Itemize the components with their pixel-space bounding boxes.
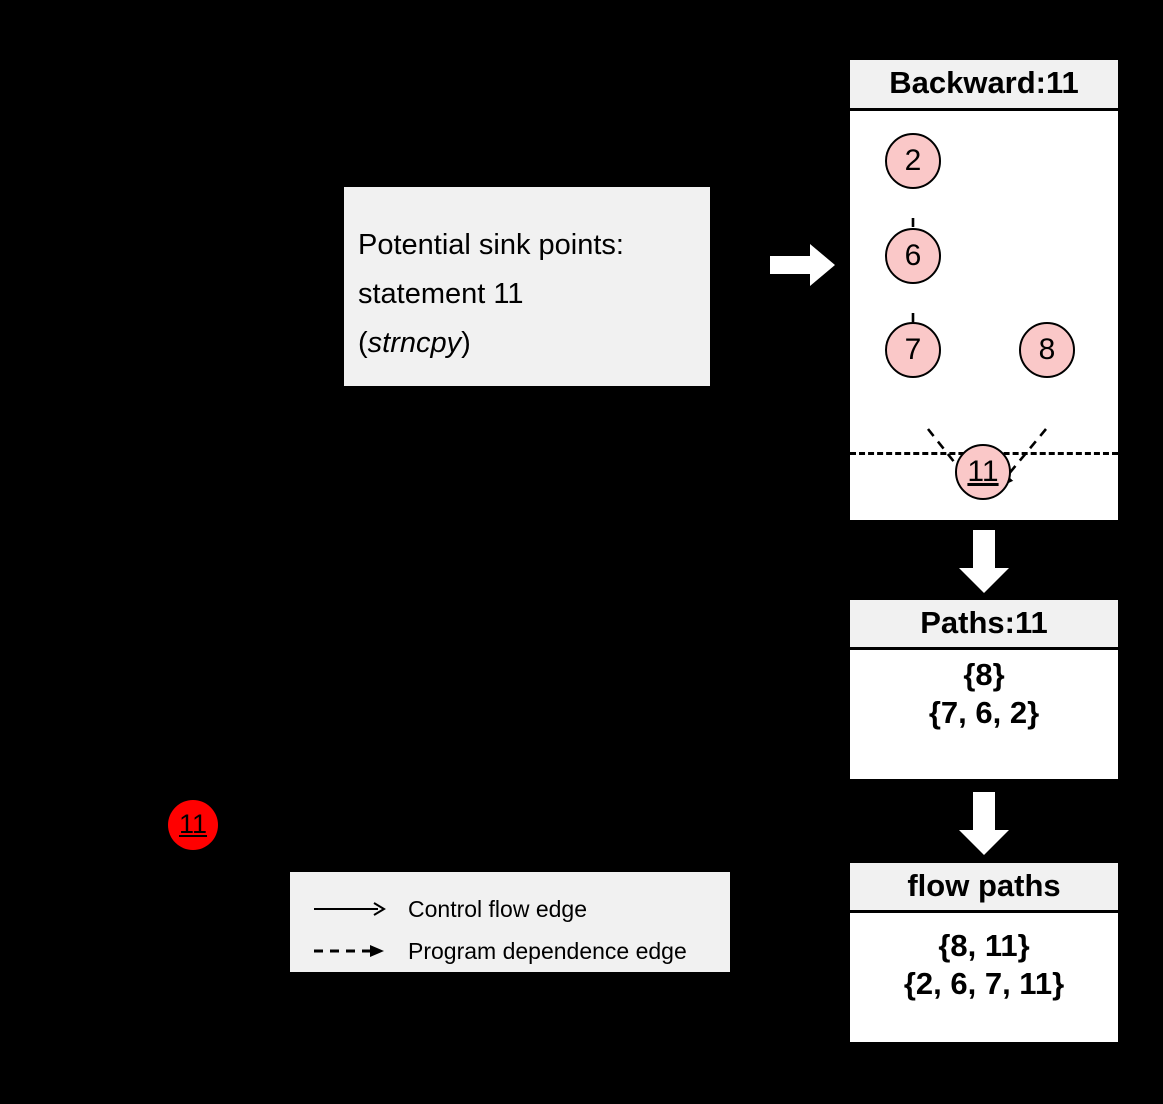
legend-label-program-dependence: Program dependence edge (408, 937, 687, 964)
sink-points-line-3: (strncpy) (358, 319, 710, 368)
arrow-down-icon (958, 792, 1010, 856)
backward-slice-panel: Backward:11 2 (847, 57, 1121, 523)
flow-paths-panel-body: {8, 11} {2, 6, 7, 11} (850, 913, 1118, 1042)
paths-panel-body: {8} {7, 6, 2} (850, 650, 1118, 779)
graph-node-7-label: 7 (904, 333, 922, 366)
graph-node-8-label: 8 (1038, 333, 1056, 366)
sink-points-line-2: statement 11 (358, 278, 524, 310)
sink-function-name: strncpy (367, 327, 462, 359)
graph-node-8[interactable]: 8 (1019, 322, 1075, 378)
paren-close: ) (461, 327, 471, 359)
dashed-arrow-icon (312, 941, 390, 961)
graph-node-2-label: 2 (904, 144, 922, 177)
paths-panel: Paths:11 {8} {7, 6, 2} (847, 597, 1121, 782)
graph-node-7[interactable]: 7 (885, 322, 941, 378)
paths-line: {8} (963, 657, 1005, 692)
graph-node-11[interactable]: 11 (955, 444, 1011, 500)
flow-paths-panel-title: flow paths (850, 863, 1118, 913)
arrow-down-icon (958, 530, 1010, 594)
legend-item-program-dependence: Program dependence edge (290, 930, 730, 972)
flow-paths-line: {8, 11} (938, 928, 1030, 963)
flow-paths-line: {2, 6, 7, 11} (903, 966, 1065, 1001)
paths-panel-title: Paths:11 (850, 600, 1118, 650)
backward-slice-graph: 2 6 7 8 11 (850, 111, 1118, 520)
legend-label-control-flow: Control flow edge (408, 895, 587, 922)
arrow-right-icon (770, 243, 836, 287)
graph-node-2[interactable]: 2 (885, 133, 941, 189)
sink-node-marker-label: 11 (178, 809, 208, 839)
solid-arrow-icon (312, 899, 390, 919)
sink-points-line-1: Potential sink points: (358, 229, 624, 261)
sink-node-marker[interactable]: 11 (168, 800, 218, 850)
graph-node-6-label: 6 (904, 239, 922, 272)
legend: Control flow edge Program dependence edg… (290, 872, 730, 972)
graph-node-6[interactable]: 6 (885, 228, 941, 284)
paren-open: ( (358, 327, 368, 359)
flow-paths-panel: flow paths {8, 11} {2, 6, 7, 11} (847, 860, 1121, 1045)
paths-line: {7, 6, 2} (928, 695, 1040, 730)
legend-item-control-flow: Control flow edge (290, 888, 730, 930)
sink-points-callout: Potential sink points: statement 11 (str… (344, 187, 710, 386)
graph-node-11-label: 11 (967, 455, 999, 488)
backward-slice-title: Backward:11 (850, 60, 1118, 111)
